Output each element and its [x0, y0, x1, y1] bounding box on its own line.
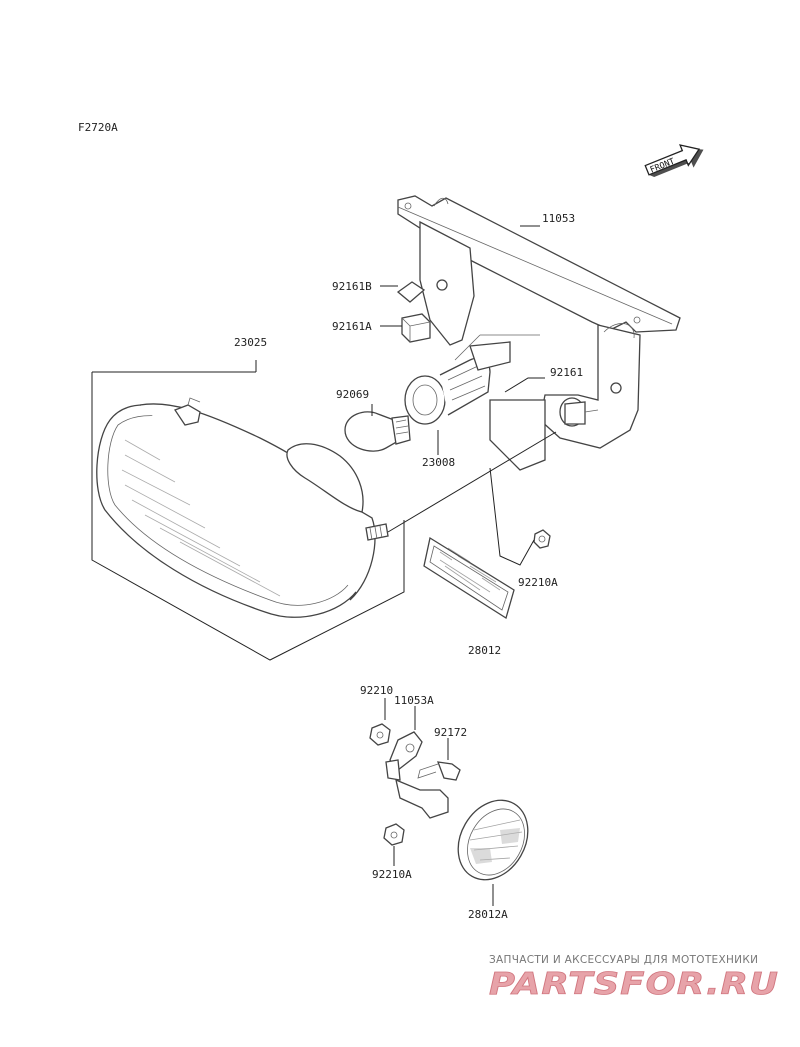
- part-label-28012A: 28012A: [468, 908, 508, 921]
- part-label-92210A-upper: 92210A: [518, 576, 558, 589]
- nut-92210: [369, 723, 391, 746]
- part-label-92210A-lower: 92210A: [372, 868, 412, 881]
- mounting-bracket: [397, 195, 681, 471]
- nut-92210A-upper: [533, 529, 551, 549]
- bolt-92172: [417, 761, 461, 781]
- reflector-bracket-11053A: [385, 731, 449, 819]
- round-reflector-28012A: [457, 799, 529, 881]
- front-arrow-icon: FRONT: [644, 144, 704, 178]
- part-label-92161B: 92161B: [332, 280, 372, 293]
- damper-92161: [559, 397, 599, 427]
- reflector-28012: [423, 536, 515, 620]
- part-label-11053: 11053: [542, 212, 575, 225]
- part-label-23008: 23008: [422, 456, 455, 469]
- figure-code: F2720A: [78, 121, 118, 134]
- part-label-92172: 92172: [434, 726, 467, 739]
- part-label-11053A: 11053A: [394, 694, 434, 707]
- damper-92161A: [401, 313, 431, 343]
- watermark-logo: PARTSFOR.RU: [489, 967, 779, 1002]
- nut-92210A-lower: [383, 823, 405, 846]
- socket-23008: [404, 334, 540, 425]
- part-label-23025: 23025: [234, 336, 267, 349]
- headlight-assembly: [91, 360, 405, 661]
- watermark-caption: ЗАПЧАСТИ И АКСЕССУАРЫ ДЛЯ МОТОТЕХНИКИ: [489, 954, 758, 966]
- part-label-92210: 92210: [360, 684, 393, 697]
- bulb-92069: [344, 411, 411, 452]
- part-label-92161A: 92161A: [332, 320, 372, 333]
- part-label-28012: 28012: [468, 644, 501, 657]
- watermark: ЗАПЧАСТИ И АКСЕССУАРЫ ДЛЯ МОТОТЕХНИКИ PA…: [489, 954, 779, 1002]
- part-label-92161: 92161: [550, 366, 583, 379]
- damper-92161B: [396, 281, 426, 303]
- part-label-92069: 92069: [336, 388, 369, 401]
- leader-lines: [371, 225, 545, 906]
